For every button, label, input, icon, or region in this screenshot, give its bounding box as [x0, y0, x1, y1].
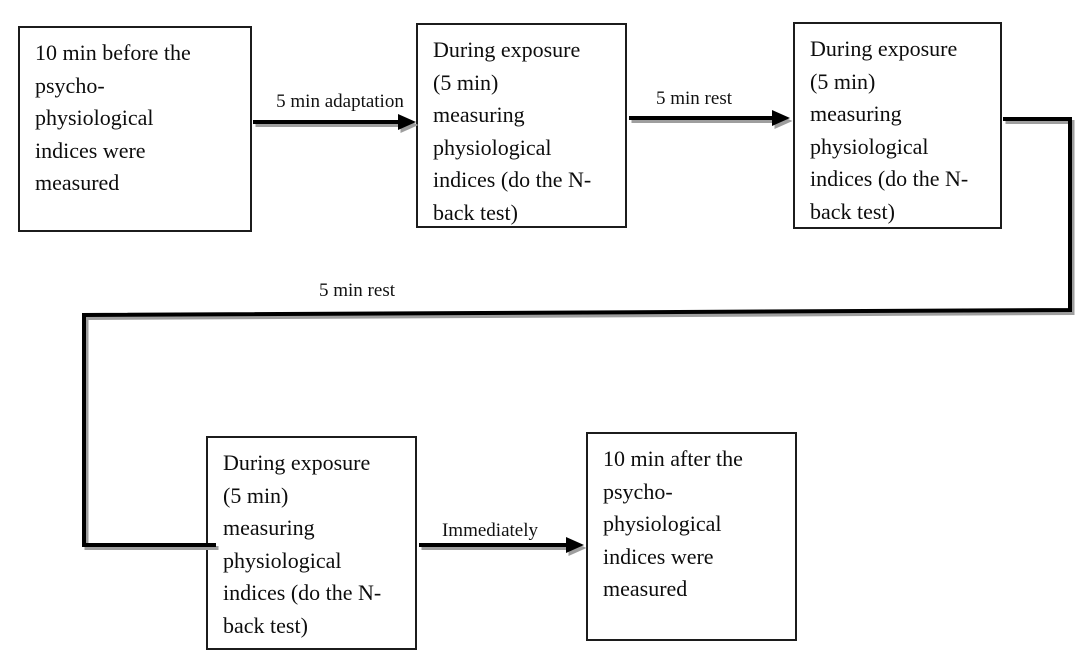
arrow-rest-top — [629, 110, 793, 129]
flow-box-exposure-3: During exposure (5 min) measuring physio… — [206, 436, 417, 650]
flow-box-exposure-2: During exposure (5 min) measuring physio… — [793, 22, 1002, 229]
flow-box-before-measurement: 10 min before the psycho- physiological … — [18, 26, 252, 232]
flow-box-after-measurement: 10 min after the psycho- physiological i… — [586, 432, 797, 641]
arrow-label-immediately: Immediately — [441, 520, 539, 541]
arrow-adaptation — [253, 114, 419, 133]
arrow-label-rest-top: 5 min rest — [656, 88, 732, 109]
flow-box-exposure-1: During exposure (5 min) measuring physio… — [416, 23, 627, 228]
arrow-label-adaptation: 5 min adaptation — [276, 91, 404, 112]
arrow-label-rest-long: 5 min rest — [319, 280, 395, 301]
